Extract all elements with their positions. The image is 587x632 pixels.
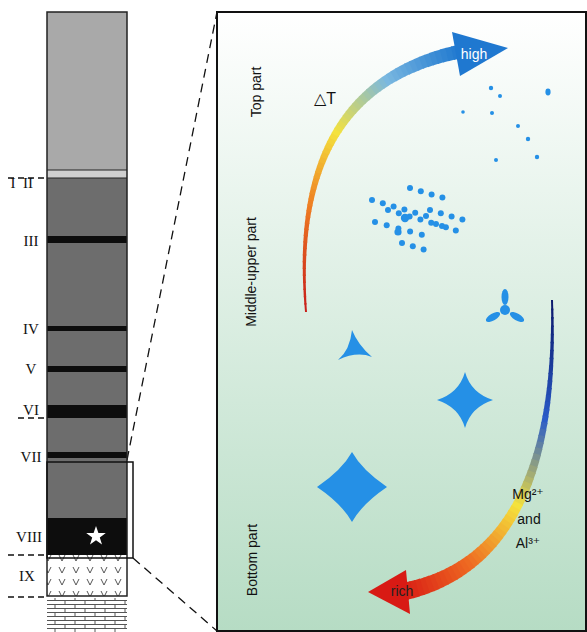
layer-number: VI <box>23 403 39 418</box>
zoom-line <box>127 12 217 460</box>
layer-number: VIII <box>16 530 42 545</box>
ion-label: Mg²⁺ <box>512 487 544 501</box>
trend-label: high <box>461 47 487 61</box>
star <box>86 526 106 545</box>
zoom-line <box>133 558 217 631</box>
panel <box>217 12 586 631</box>
zone-label: Top part <box>249 67 263 118</box>
layer-number: III <box>24 234 39 249</box>
zone-label: Middle-upper part <box>244 217 258 327</box>
zoom-box <box>47 462 133 558</box>
layer-number: VII <box>21 450 42 465</box>
dot-rows <box>369 185 465 252</box>
strata-column <box>47 12 133 632</box>
boundary-tick <box>8 178 47 597</box>
layer-number: I <box>11 176 16 191</box>
ion-label: and <box>517 512 540 526</box>
layer-number: IV <box>23 322 39 337</box>
trend-arrows <box>304 32 552 614</box>
trend-label: rich <box>391 584 414 598</box>
layer-number: II <box>23 176 33 191</box>
delta-t-label: △T <box>314 91 336 107</box>
ion-label: Al³⁺ <box>516 536 541 550</box>
layer-number: V <box>26 362 37 377</box>
crystal-shapes <box>317 86 551 522</box>
zone-label: Bottom part <box>245 524 259 596</box>
layer-number: IX <box>19 569 35 584</box>
